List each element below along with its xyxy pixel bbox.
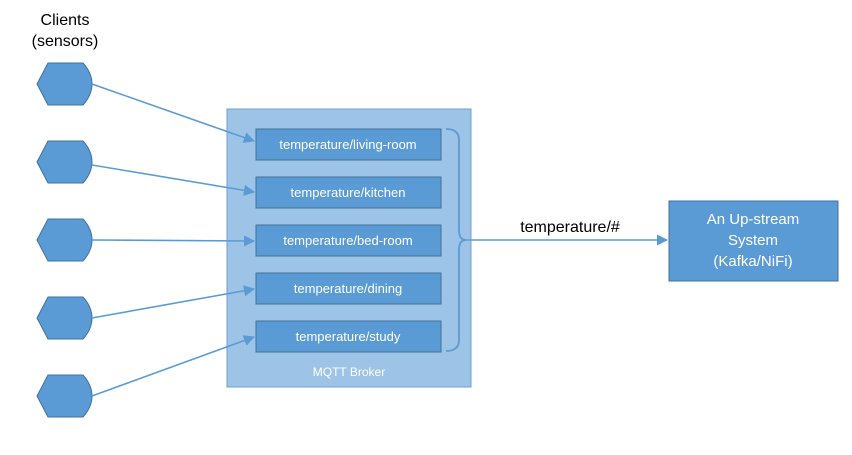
mqtt-broker-label: MQTT Broker [313,365,385,379]
topic-list: temperature/living-room temperature/kitc… [255,128,442,353]
upstream-label-line-1: An Up-stream [707,211,800,228]
arrow-sensor-1 [91,83,256,143]
upstream-label-line-3: (Kafka/NiFi) [713,253,792,270]
topic-label-kitchen: temperature/kitchen [291,185,406,200]
topic-box-dining [255,272,442,305]
sensor-node-3 [36,218,93,262]
topic-box-study [255,320,442,353]
clients-heading-line-2: (sensors) [32,33,99,50]
sensor-node-2 [36,140,93,184]
sensor-node-4 [36,296,93,340]
topic-box-bed-room [255,224,442,257]
topic-label-bed-room: temperature/bed-room [283,233,412,248]
arrow-sensor-3 [91,235,256,247]
sensor-group [36,62,93,418]
sensor-arrows [91,83,256,397]
topic-label-dining: temperature/dining [294,281,402,296]
arrow-sensor-5 [91,335,256,397]
upstream-system-box [668,200,839,282]
clients-heading-line-1: Clients [41,12,90,29]
topic-label-living-room: temperature/living-room [279,137,416,152]
arrow-sensor-4 [91,285,256,319]
topic-box-living-room [255,128,442,161]
upstream-label-line-2: System [728,232,778,249]
arrow-sensor-2 [91,164,256,196]
sensor-node-5 [36,374,93,418]
topic-box-kitchen [255,176,442,209]
sensor-node-1 [36,62,93,106]
wildcard-topic-label: temperature/# [520,219,620,236]
topic-label-study: temperature/study [296,329,401,344]
